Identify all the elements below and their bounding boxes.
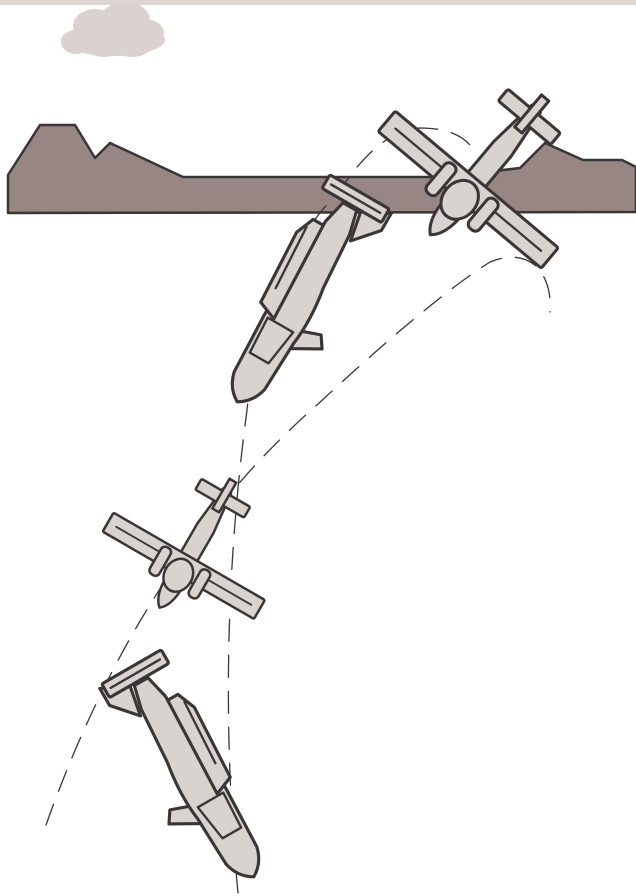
cloud-icon <box>61 2 165 57</box>
flight-path-outer <box>228 128 470 893</box>
sky-band <box>0 0 636 5</box>
airplane-icon <box>92 650 283 896</box>
airplane-icon <box>84 437 309 651</box>
